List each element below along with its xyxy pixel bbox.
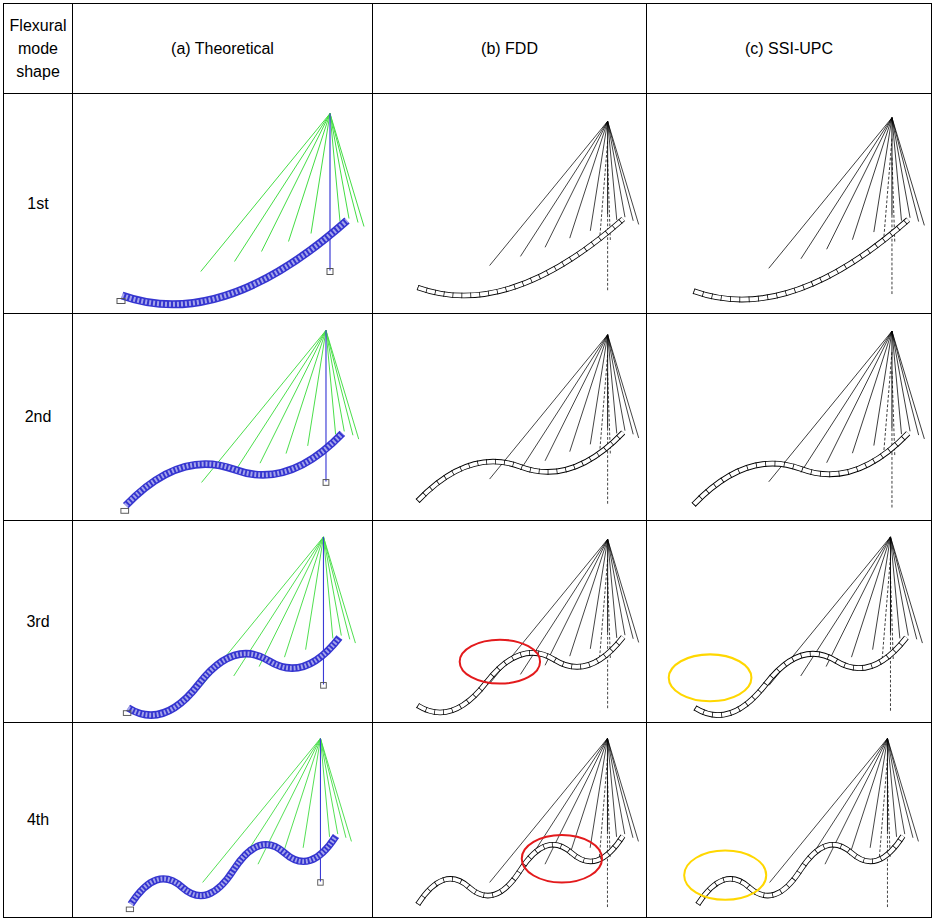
table-grid [3,3,932,918]
fdd-mode-2 [418,335,639,506]
highlight-ellipse [460,640,540,684]
table-cell-text: (b) FDD [481,37,538,60]
row-header: 2nd [4,314,72,520]
fdd-mode-1 [418,121,639,295]
fdd-mode-3 [418,539,639,712]
table-cell-text: 3rd [26,610,49,633]
row-header: 4th [4,723,72,917]
theoretical-mode-3 [123,537,355,716]
theoretical-mode-1 [117,114,364,305]
ssi-mode-1 [694,118,925,300]
ssi-mode-3 [669,537,923,715]
table-cell-text: (c) SSI-UPC [745,37,833,60]
table-cell-text: Flexural mode shape [7,14,69,84]
ssi-mode-2 [694,331,925,509]
column-header: (b) FDD [373,4,646,93]
highlight-ellipse [684,851,766,900]
table-cell-text: 1st [27,192,48,215]
column-header: (a) Theoretical [73,4,372,93]
highlight-ellipse [522,835,602,882]
row-header: 1st [4,94,72,313]
fdd-mode-4 [418,738,639,908]
ssi-mode-4 [684,738,918,908]
column-header: Flexural mode shape [4,4,72,93]
table-cell-text: 4th [27,808,49,831]
table-cell-text: 2nd [25,405,52,428]
theoretical-mode-2 [121,330,359,513]
column-header: (c) SSI-UPC [647,4,931,93]
row-header: 3rd [4,521,72,722]
theoretical-mode-4 [126,738,351,911]
table-cell-text: (a) Theoretical [171,37,274,60]
highlight-ellipse [669,654,752,701]
